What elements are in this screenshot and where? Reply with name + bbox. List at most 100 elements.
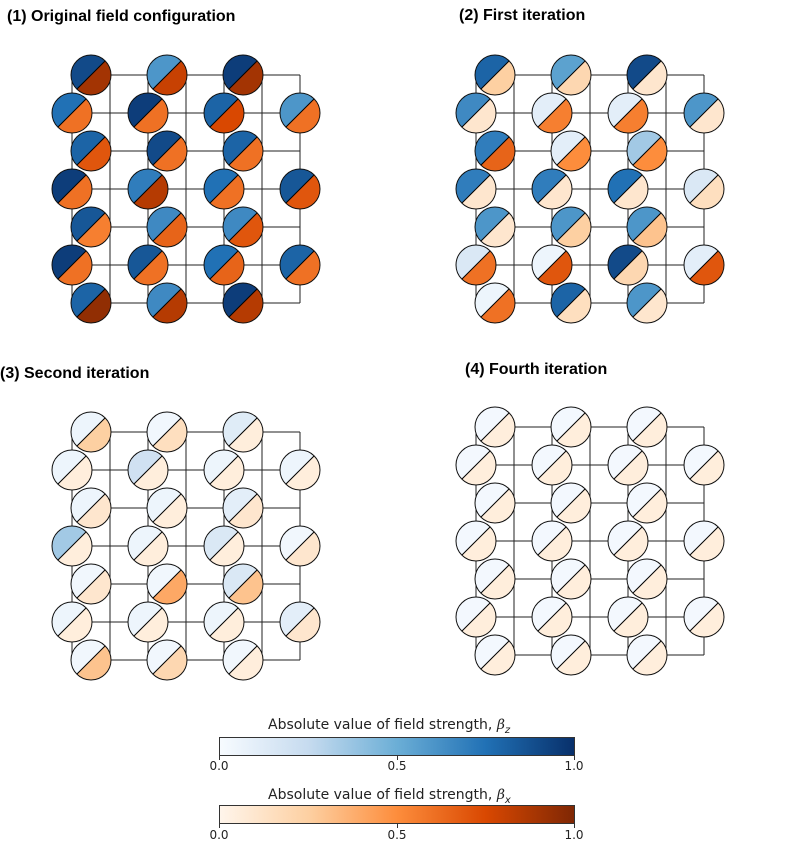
disk-divider bbox=[556, 412, 586, 442]
field-z-half bbox=[223, 488, 258, 523]
lattice-grid bbox=[475, 74, 705, 304]
field-disk bbox=[626, 482, 668, 524]
disk-outline bbox=[146, 130, 188, 172]
field-x-half bbox=[613, 98, 648, 134]
field-x-half bbox=[556, 212, 591, 247]
disk-divider bbox=[461, 250, 491, 280]
disk-outline bbox=[51, 449, 93, 491]
field-z-half bbox=[52, 93, 87, 128]
disk-outline bbox=[531, 596, 573, 638]
disk-outline bbox=[51, 525, 93, 567]
disk-outline bbox=[455, 168, 497, 210]
field-z-half bbox=[475, 407, 510, 442]
field-x-half bbox=[285, 455, 320, 490]
field-disk bbox=[550, 482, 592, 524]
disk-divider bbox=[556, 288, 586, 318]
lattice-grid bbox=[475, 426, 705, 656]
field-x-half bbox=[228, 493, 263, 528]
field-x-half bbox=[76, 493, 112, 528]
disk-outline bbox=[70, 206, 112, 248]
disk-divider bbox=[228, 288, 258, 318]
disk-divider bbox=[537, 250, 567, 280]
field-disk bbox=[127, 92, 169, 134]
field-disk bbox=[531, 520, 573, 562]
field-disk bbox=[455, 244, 497, 286]
disk-outline bbox=[626, 634, 668, 676]
colorbar-x-tick-2: 1.0 bbox=[564, 828, 584, 842]
field-disk bbox=[127, 601, 169, 643]
disk-outline bbox=[70, 639, 112, 681]
lattice-panel-first-iteration bbox=[455, 54, 725, 324]
disk-outline bbox=[626, 482, 668, 524]
field-z-half bbox=[280, 526, 315, 561]
field-x-half bbox=[556, 640, 591, 675]
disk-outline bbox=[51, 92, 93, 134]
field-disk bbox=[550, 406, 592, 448]
disk-divider bbox=[461, 174, 491, 204]
field-z-half bbox=[71, 55, 106, 90]
disk-outline bbox=[474, 558, 516, 600]
field-z-half bbox=[532, 445, 567, 480]
field-disk bbox=[51, 525, 93, 567]
colorbar-z-tick-1: 0.5 bbox=[387, 759, 407, 773]
colorbar-z-label: Absolute value of field strength, βz bbox=[268, 717, 510, 736]
disk-divider bbox=[57, 250, 87, 280]
field-disk bbox=[626, 406, 668, 448]
disk-outline bbox=[683, 168, 725, 210]
disk-outline bbox=[531, 168, 573, 210]
disk-divider bbox=[209, 607, 239, 637]
field-disk bbox=[607, 168, 649, 210]
field-disk bbox=[203, 525, 245, 567]
disk-divider bbox=[285, 531, 315, 561]
field-z-half bbox=[71, 488, 106, 523]
disk-divider bbox=[285, 98, 315, 128]
field-x-half bbox=[152, 60, 187, 95]
field-disk bbox=[550, 634, 592, 676]
field-x-half bbox=[613, 602, 648, 637]
disk-divider bbox=[613, 98, 643, 128]
disk-outline bbox=[474, 634, 516, 676]
field-z-half bbox=[684, 245, 719, 280]
field-x-half bbox=[76, 417, 111, 452]
field-z-half bbox=[204, 450, 239, 485]
disk-outline bbox=[222, 563, 264, 605]
field-x-half bbox=[76, 136, 112, 172]
disk-divider bbox=[556, 212, 586, 242]
field-disk bbox=[550, 206, 592, 248]
field-disk bbox=[70, 487, 112, 529]
disk-divider bbox=[632, 288, 662, 318]
field-disk bbox=[607, 596, 649, 638]
field-z-half bbox=[71, 412, 106, 447]
disk-divider bbox=[613, 602, 643, 632]
field-x-half bbox=[285, 531, 320, 566]
field-disk bbox=[146, 282, 188, 324]
field-x-half bbox=[228, 417, 263, 452]
disk-outline bbox=[607, 444, 649, 486]
field-x-half bbox=[537, 526, 572, 561]
field-x-half bbox=[689, 450, 724, 485]
disk-outline bbox=[127, 168, 169, 210]
disk-outline bbox=[550, 282, 592, 324]
field-z-half bbox=[147, 564, 182, 599]
field-disk bbox=[222, 206, 264, 248]
field-disk bbox=[51, 92, 93, 134]
field-disk bbox=[203, 92, 245, 134]
field-disk bbox=[683, 520, 725, 562]
disk-outline bbox=[683, 596, 725, 638]
disk-outline bbox=[626, 206, 668, 248]
field-disk bbox=[550, 282, 592, 324]
field-disk bbox=[474, 130, 516, 172]
field-z-half bbox=[71, 131, 106, 166]
disk-outline bbox=[607, 92, 649, 134]
disk-outline bbox=[279, 244, 321, 286]
field-disk bbox=[279, 168, 321, 210]
field-x-half bbox=[556, 488, 591, 523]
field-disk bbox=[146, 563, 188, 605]
field-x-half bbox=[480, 288, 515, 324]
field-x-half bbox=[57, 250, 93, 285]
disk-outline bbox=[279, 525, 321, 567]
disk-divider bbox=[480, 212, 510, 242]
disk-divider bbox=[689, 98, 719, 128]
field-disk bbox=[607, 444, 649, 486]
disk-divider bbox=[209, 531, 239, 561]
